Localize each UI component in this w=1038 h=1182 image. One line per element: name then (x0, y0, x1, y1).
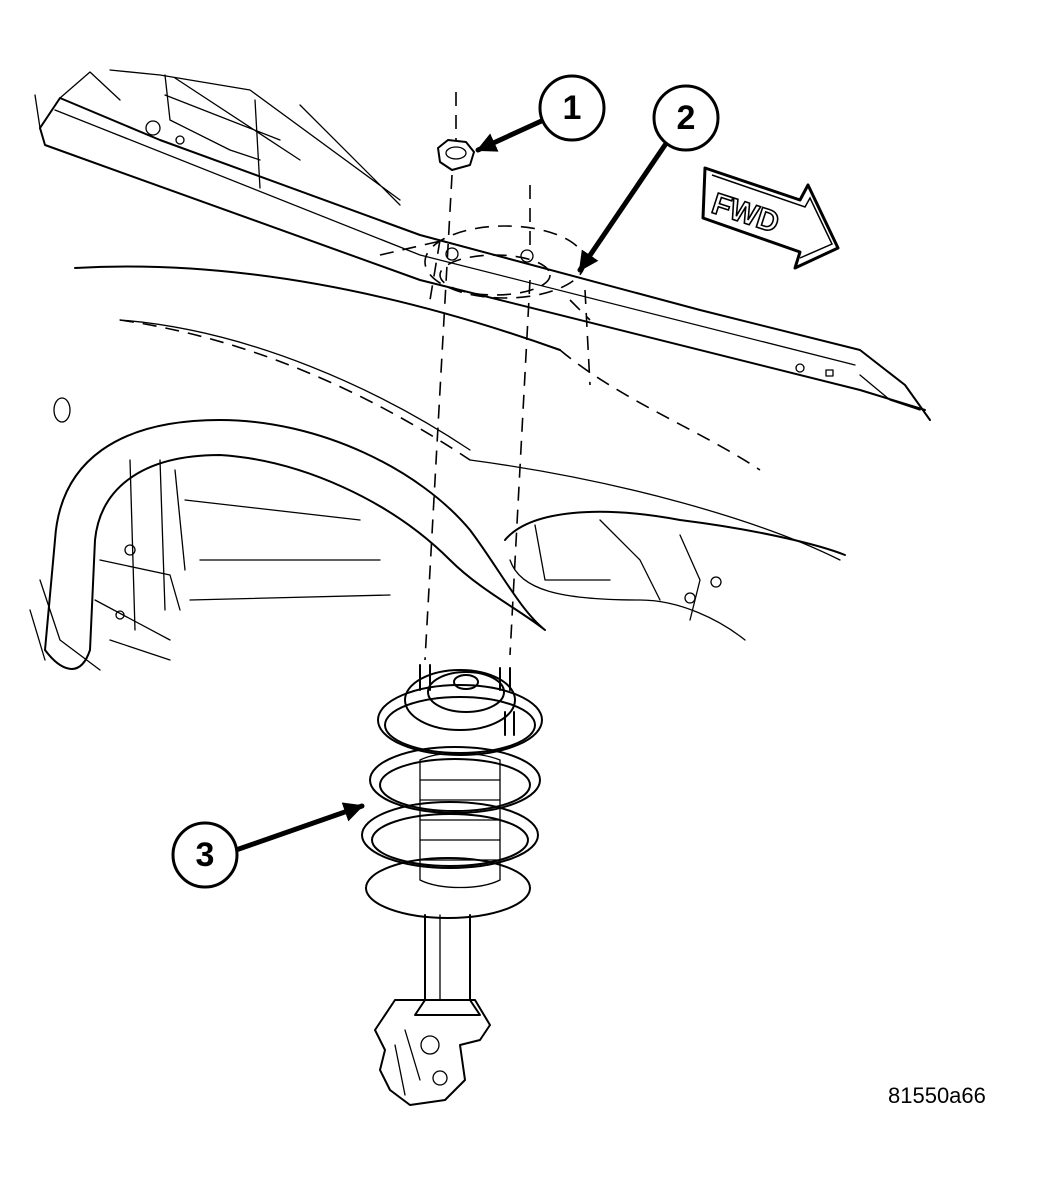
callout-arrows (233, 115, 668, 853)
figure-id: 81550a66 (888, 1083, 986, 1108)
strut-assembly (361, 664, 543, 1106)
callout-2-label: 2 (677, 99, 696, 137)
callout-3-label: 3 (196, 836, 215, 874)
callout-2: 2 (652, 84, 720, 152)
callout-1: 1 (538, 74, 606, 142)
wheel-well (29, 419, 846, 671)
mounting-nut (437, 139, 475, 171)
fender-panel (53, 265, 841, 561)
fender-rail (34, 69, 931, 421)
alignment-lines (424, 92, 531, 661)
callout-3: 3 (171, 821, 239, 889)
callout-1-label: 1 (563, 89, 582, 127)
forward-direction-arrow: FWD (701, 166, 840, 270)
